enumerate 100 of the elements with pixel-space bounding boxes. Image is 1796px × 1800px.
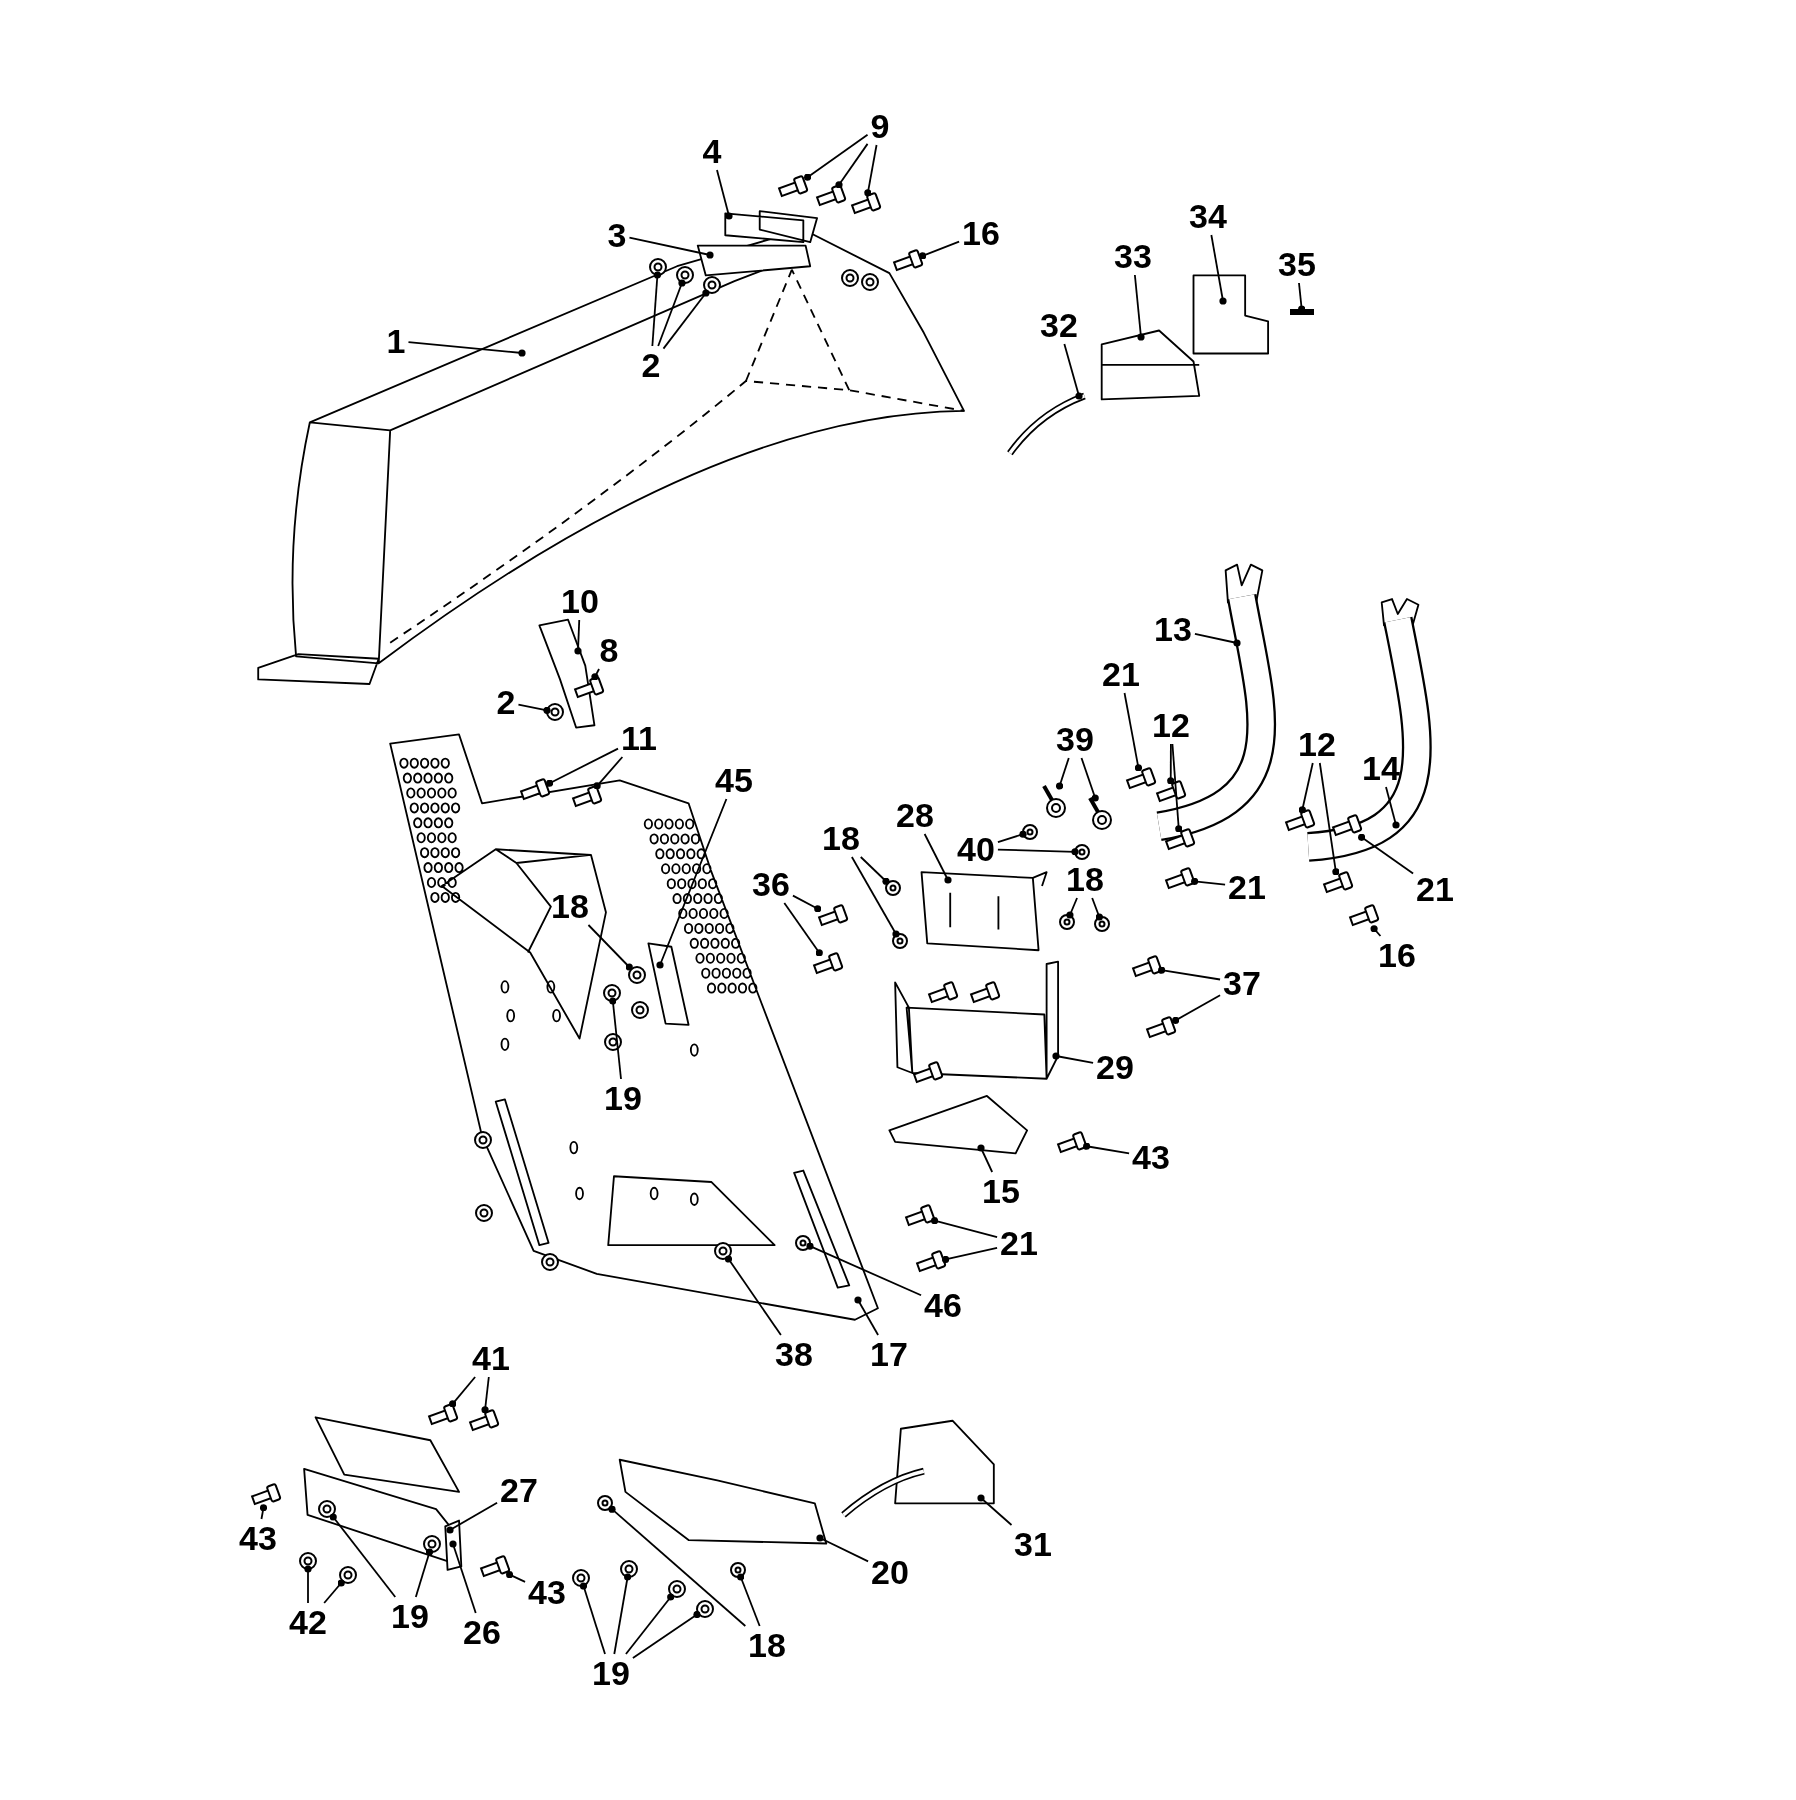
callout-number: 19 bbox=[604, 1081, 642, 1115]
leader-line bbox=[1358, 833, 1414, 875]
callout-number: 38 bbox=[775, 1337, 813, 1371]
plate bbox=[1192, 274, 1269, 355]
bracket bbox=[538, 618, 596, 729]
hex-nut bbox=[546, 703, 564, 721]
leader-line bbox=[1134, 274, 1145, 341]
leader-line bbox=[414, 1548, 434, 1598]
leader-line bbox=[783, 902, 823, 957]
callout-number: 21 bbox=[1000, 1226, 1038, 1260]
callout-number: 20 bbox=[871, 1555, 909, 1589]
leader-line bbox=[835, 142, 869, 189]
callout-number: 14 bbox=[1362, 751, 1400, 785]
leader-line bbox=[656, 798, 728, 969]
leader-line bbox=[1056, 757, 1070, 790]
callout-number: 39 bbox=[1056, 722, 1094, 756]
bolt bbox=[777, 174, 809, 198]
callout-number: 21 bbox=[1102, 657, 1140, 691]
callout-number: 31 bbox=[1014, 1527, 1052, 1561]
leader-line bbox=[651, 271, 662, 347]
bracket bbox=[696, 244, 812, 277]
leader-line bbox=[859, 856, 890, 885]
spring-clip bbox=[1042, 785, 1066, 818]
callout-number: 40 bbox=[957, 832, 995, 866]
bolt bbox=[1155, 779, 1187, 803]
leader-line bbox=[625, 1593, 675, 1655]
leader-line bbox=[1091, 897, 1103, 921]
bolt bbox=[1348, 903, 1380, 927]
hex-nut bbox=[620, 1560, 638, 1578]
leader-line bbox=[574, 619, 582, 655]
callout-number: 2 bbox=[496, 685, 516, 719]
callout-number: 26 bbox=[463, 1615, 501, 1649]
bolt bbox=[850, 191, 882, 215]
leader-line bbox=[593, 756, 624, 790]
leader-line bbox=[1083, 1142, 1130, 1155]
leader-line bbox=[628, 236, 714, 259]
leader-line bbox=[329, 1513, 397, 1598]
callout-number: 10 bbox=[561, 584, 599, 618]
bolt bbox=[1284, 808, 1316, 832]
callout-number: 43 bbox=[528, 1575, 566, 1609]
leader-line bbox=[407, 341, 526, 357]
leader-line bbox=[449, 1540, 477, 1614]
leader-line bbox=[737, 1573, 761, 1627]
spring-clip bbox=[1088, 797, 1112, 830]
leader-line bbox=[806, 1242, 922, 1297]
callout-number: 8 bbox=[599, 633, 619, 667]
bolt bbox=[250, 1482, 282, 1506]
hex-nut bbox=[572, 1569, 590, 1587]
callout-number: 29 bbox=[1096, 1050, 1134, 1084]
washer bbox=[730, 1562, 746, 1578]
chute bbox=[257, 210, 965, 685]
leader-line bbox=[609, 997, 622, 1080]
leader-line bbox=[1194, 632, 1241, 647]
plate bbox=[618, 1458, 828, 1545]
leader-line bbox=[1318, 762, 1340, 876]
bolt bbox=[1164, 866, 1196, 890]
callout-number: 35 bbox=[1278, 247, 1316, 281]
callout-number: 4 bbox=[702, 134, 722, 168]
leader-line bbox=[1123, 692, 1143, 772]
callout-number: 17 bbox=[870, 1337, 908, 1371]
leader-line bbox=[716, 169, 733, 220]
bracket bbox=[724, 210, 818, 244]
leader-line bbox=[923, 833, 952, 884]
leader-line bbox=[608, 1505, 747, 1627]
washer bbox=[597, 1495, 613, 1511]
bolt bbox=[468, 1408, 500, 1432]
leader-line bbox=[323, 1579, 345, 1604]
callout-number: 27 bbox=[500, 1473, 538, 1507]
callout-number: 18 bbox=[551, 889, 589, 923]
bolt bbox=[1331, 813, 1363, 837]
leader-line bbox=[997, 830, 1027, 843]
leader-line bbox=[1066, 897, 1078, 919]
washer bbox=[885, 880, 901, 896]
leader-line bbox=[919, 240, 960, 260]
callout-number: 43 bbox=[1132, 1140, 1170, 1174]
bracket bbox=[888, 1095, 1028, 1155]
leader-line bbox=[1052, 1052, 1094, 1064]
callout-number: 46 bbox=[924, 1288, 962, 1322]
bolt bbox=[571, 784, 603, 808]
leader-line bbox=[931, 1217, 998, 1239]
leader-line bbox=[304, 1565, 312, 1604]
callout-number: 18 bbox=[1066, 862, 1104, 896]
leader-line bbox=[1063, 343, 1083, 400]
callout-number: 13 bbox=[1154, 612, 1192, 646]
housing bbox=[841, 1419, 995, 1518]
leader-line bbox=[854, 1296, 879, 1336]
callout-number: 34 bbox=[1189, 199, 1227, 233]
strip-plate bbox=[647, 942, 690, 1026]
bolt bbox=[904, 1203, 936, 1227]
callout-number: 43 bbox=[239, 1521, 277, 1555]
callout-number: 3 bbox=[607, 218, 627, 252]
plate bbox=[920, 871, 1048, 952]
callout-number: 21 bbox=[1228, 870, 1266, 904]
leader-line bbox=[587, 924, 633, 971]
leader-line bbox=[657, 279, 686, 347]
pin bbox=[1290, 309, 1314, 315]
leader-line bbox=[449, 1376, 476, 1408]
bolt bbox=[1164, 827, 1196, 851]
leader-line bbox=[997, 848, 1079, 856]
leader-line bbox=[804, 133, 869, 181]
